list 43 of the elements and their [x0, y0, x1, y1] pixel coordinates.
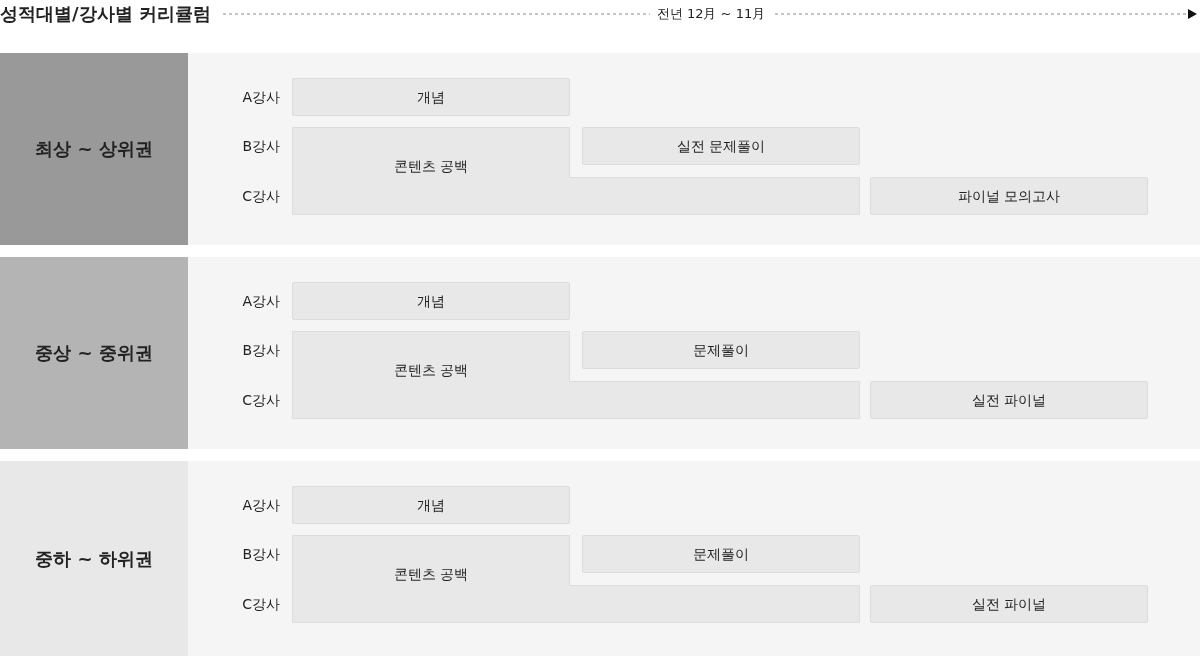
bar-label: 문제풀이 — [693, 341, 749, 359]
level-panel — [0, 53, 188, 245]
course-bar — [292, 486, 570, 524]
level-label: 최상 ~ 상위권 — [35, 138, 153, 160]
row-label: A강사 — [242, 292, 280, 310]
bar-label: 개념 — [417, 292, 445, 310]
bar-label: 실전 문제풀이 — [676, 137, 766, 155]
schedule-panel — [188, 257, 1200, 449]
level-panel — [0, 257, 188, 449]
level-label: 중하 ~ 하위권 — [35, 547, 153, 570]
course-bar — [870, 585, 1148, 623]
course-bar — [292, 78, 570, 116]
bar-label: 콘텐츠 공백 — [393, 565, 469, 583]
bar-label: 콘텐츠 공백 — [393, 157, 469, 175]
row-label: A강사 — [242, 88, 280, 106]
row-label: C강사 — [242, 187, 280, 205]
course-bar — [292, 282, 570, 320]
course-bar — [582, 331, 860, 369]
row-label: B강사 — [242, 137, 280, 155]
bar-label: 문제풀이 — [693, 545, 749, 563]
bar-label: 콘텐츠 공백 — [393, 361, 469, 379]
content-gap-bar — [292, 331, 860, 419]
content-gap-bar — [292, 535, 860, 623]
row-label: C강사 — [242, 595, 280, 613]
row-label: B강사 — [242, 341, 280, 359]
row-label: B강사 — [242, 545, 280, 563]
course-bar — [870, 177, 1148, 215]
bar-label: 실전 파이널 — [971, 391, 1047, 409]
timeline-label: 전년 12月 ~ 11月 — [649, 6, 773, 22]
course-bar — [582, 535, 860, 573]
course-bar — [870, 381, 1148, 419]
row-label: A강사 — [242, 496, 280, 514]
schedule-panel — [188, 461, 1200, 656]
bar-label: 파이널 모의고사 — [957, 187, 1061, 205]
content-gap-bar — [292, 127, 860, 215]
bar-label: 실전 파이널 — [971, 595, 1047, 613]
row-label: C강사 — [242, 391, 280, 409]
bar-label: 개념 — [417, 496, 445, 514]
course-bar — [582, 127, 860, 165]
diagram-title: 성적대별/강사별 커리큘럼 — [0, 3, 211, 25]
bar-label: 개념 — [417, 88, 445, 106]
schedule-panel — [188, 53, 1200, 245]
level-label: 중상 ~ 중위권 — [35, 342, 153, 364]
